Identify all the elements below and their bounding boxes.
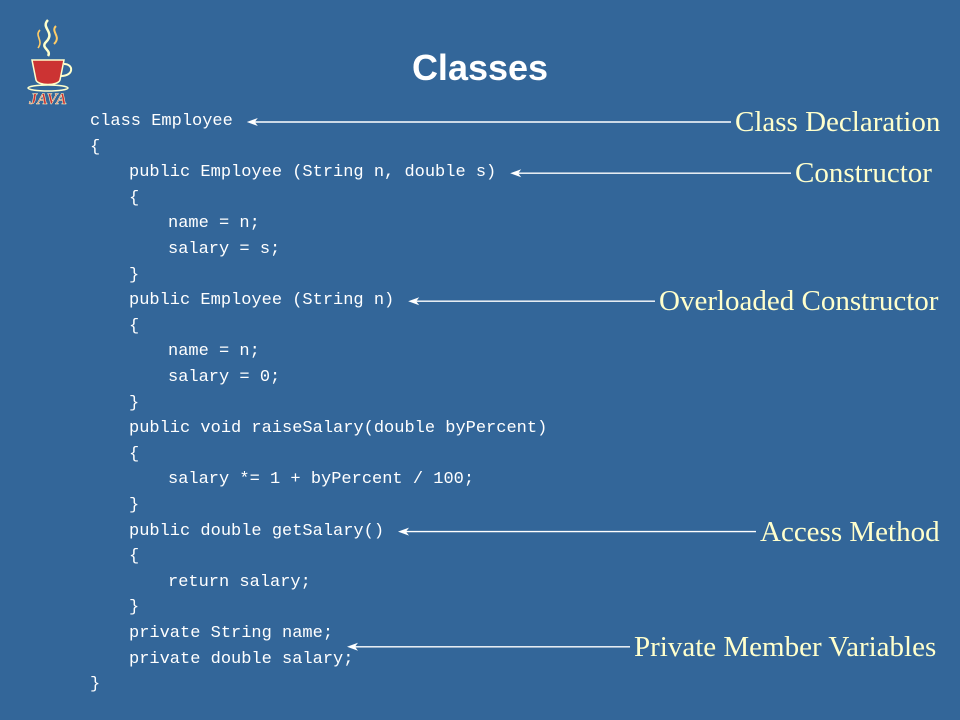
code-line: private double salary;: [129, 649, 354, 669]
code-line: }: [129, 265, 140, 285]
label-constructor: Constructor: [795, 157, 932, 190]
label-private-member-variables: Private Member Variables: [634, 630, 937, 663]
code-line: {: [90, 137, 101, 157]
code-line: public Employee (String n, double s): [129, 163, 497, 183]
code-line: salary *= 1 + byPercent / 100;: [168, 470, 475, 490]
code-line: private String name;: [129, 624, 334, 643]
label-overloaded-constructor: Overloaded Constructor: [659, 285, 939, 318]
code-line: }: [129, 393, 140, 413]
arrow-head-class-declaration: [246, 118, 258, 126]
code-line: return salary;: [168, 572, 311, 592]
code-line: }: [90, 675, 101, 695]
code-line: }: [129, 496, 140, 515]
code-line: {: [129, 188, 140, 208]
code-line: {: [129, 444, 140, 464]
arrow-head-access-method: [398, 527, 409, 536]
arrow-head-constructor: [510, 169, 522, 178]
code-line: name = n;: [168, 342, 260, 362]
code-line: name = n;: [168, 214, 260, 234]
code-line: public Employee (String n): [129, 291, 395, 311]
label-access-method: Access Method: [760, 515, 940, 548]
code-line: class Employee: [90, 112, 233, 131]
label-class-declaration: Class Declaration: [735, 106, 941, 138]
code-line: salary = 0;: [168, 368, 281, 387]
arrow-head-overloaded-constructor: [408, 297, 420, 306]
code-line: {: [129, 547, 140, 567]
code-line: {: [129, 316, 140, 336]
code-line: public double getSalary(): [129, 521, 385, 541]
code-line: }: [129, 598, 140, 618]
code-line: salary = s;: [168, 240, 281, 259]
java-logo-icon: JAVA: [27, 19, 73, 108]
code-line: public void raiseSalary(double byPercent…: [129, 419, 548, 439]
arrow-head-private-member-variables: [347, 642, 358, 651]
slide-title: Classes: [411, 47, 549, 88]
java-logo-text: JAVA: [28, 91, 67, 108]
